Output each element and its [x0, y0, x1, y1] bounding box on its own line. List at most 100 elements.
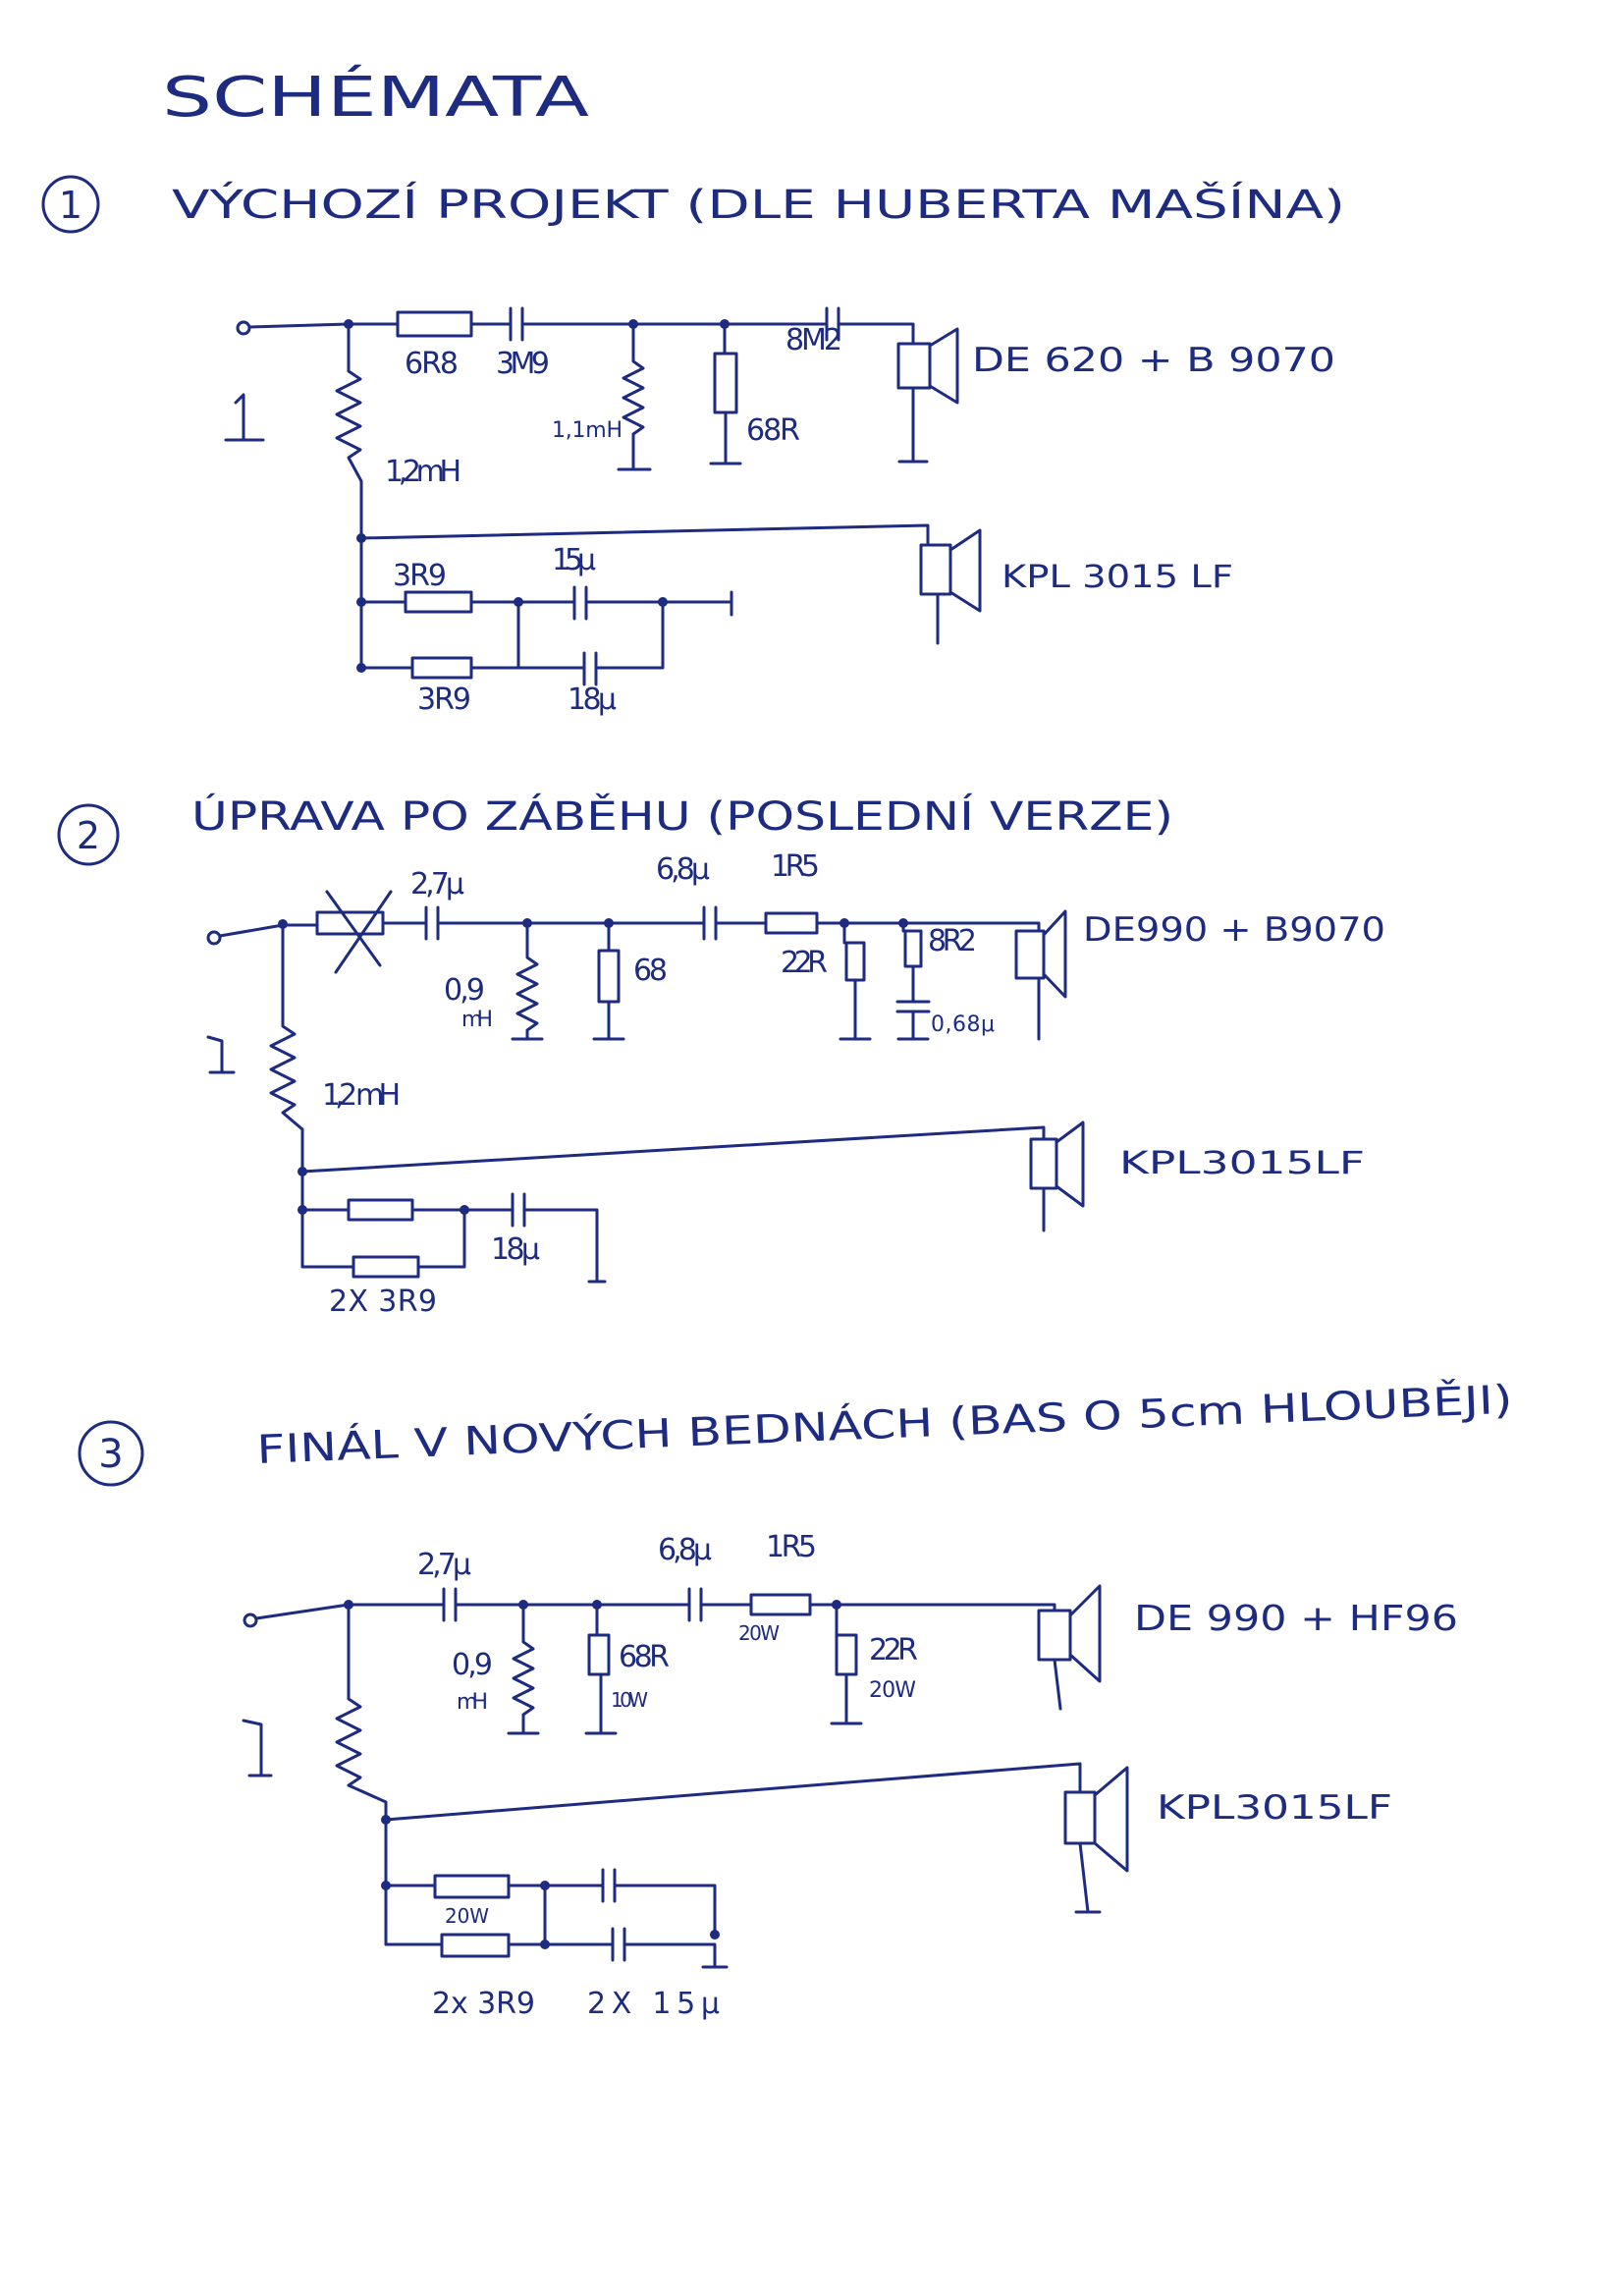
speaker-icon [1029, 1121, 1085, 1208]
input-terminal [206, 930, 222, 946]
resistor-series [396, 310, 473, 338]
capacitor-plate [509, 306, 524, 342]
inductor-shunt-unit: mH [457, 1690, 488, 1715]
input-terminal [236, 320, 251, 336]
wire [723, 322, 728, 465]
capacitor-zobel-1 [572, 585, 588, 621]
resistor-shunt-2-label: 22R [781, 946, 828, 980]
resistor-zobel-1 [347, 1198, 414, 1222]
inductor-shunt-label: 1,1mH [552, 418, 623, 443]
section-heading: FINÁL V NOVÝCH BEDNÁCH (BAS O 5cm HLOUBĚ… [255, 1376, 1513, 1473]
cross-out-mark [325, 890, 393, 974]
resistor-zobel-2 [440, 1933, 511, 1958]
resistor-series-label: 1R5 [766, 1530, 817, 1564]
capacitor-zobel-2 [582, 651, 598, 686]
section-3-header: 3 FINÁL V NOVÝCH BEDNÁCH (BAS O 5cm HLOU… [78, 1376, 1513, 1487]
speaker-icon [896, 327, 959, 405]
crossed-out-resistor [315, 890, 393, 974]
resistor-zobel-power: 20W [445, 1904, 489, 1928]
section-number: 3 [98, 1432, 123, 1477]
capacitor-series-label: 2,7μ [410, 867, 464, 902]
section-number-circle [41, 175, 100, 234]
wire [359, 600, 665, 670]
inductor-shunt [512, 1603, 535, 1735]
capacitor-series [509, 306, 524, 342]
capacitor-tweeter [702, 905, 718, 941]
resistor-series [764, 911, 819, 935]
inductor-shunt-unit: mH [461, 1008, 493, 1032]
wire [1053, 1658, 1062, 1711]
inductor-bass-label: 1,2 mH [322, 1078, 401, 1113]
wire [384, 1884, 717, 1937]
section-heading: ÚPRAVA PO ZÁBĚHU (POSLEDNÍ VERZE) [191, 793, 1173, 840]
inductor-shunt-value: 0,9 [444, 973, 485, 1008]
wire [1074, 1841, 1102, 1914]
wire [839, 921, 872, 1041]
resistor-zobel-label: 2x 3R9 [432, 1987, 535, 2021]
section-1-header: 1 VÝCHOZÍ PROJEKT (DLE HUBERTA MAŠÍNA) [41, 175, 1345, 234]
speaker-icon [919, 528, 982, 613]
wire [592, 921, 625, 1041]
woofer-label: KPL 3015 LF [1001, 558, 1233, 595]
speaker-magnet [1029, 1137, 1058, 1190]
inductor-shunt [622, 322, 645, 471]
resistor-body [315, 910, 385, 936]
resistor-zobel-1 [404, 590, 473, 614]
capacitor-tweeter [687, 1587, 703, 1622]
resistor-zobel-2-label: 3R9 [417, 683, 471, 717]
node [540, 1940, 550, 1949]
capacitor-zobel-2-label: 18μ [568, 683, 617, 717]
speaker-magnet [1037, 1609, 1072, 1662]
circuit-3: 2,7μ 0,9 mH 68R 10W 6,8μ 1R5 20W 22R 20W… [242, 1530, 1458, 2021]
tweeter-label: DE990 + B9070 [1083, 910, 1385, 950]
woofer-label: KPL3015LF [1157, 1788, 1392, 1828]
resistor-series-label: 1R5 [771, 849, 820, 884]
inductor-shunt-value: 0,9 [452, 1648, 493, 1682]
inductor-bass [335, 322, 363, 673]
capacitor-zobel-label: 18μ [491, 1232, 540, 1267]
section-number: 1 [59, 184, 82, 227]
capacitor-zobel [511, 1192, 526, 1228]
resistor-shunt-2 [844, 941, 866, 982]
capacitor-zobel-label: 2X 15μ [587, 1987, 720, 2021]
woofer-label: KPL3015LF [1119, 1144, 1365, 1181]
resistor-shunt-label: 68R [619, 1640, 670, 1674]
speaker-icon [1037, 1584, 1102, 1683]
ground-return-terminal [206, 1035, 236, 1074]
page-title: SCHÉMATA [162, 66, 589, 130]
resistor-shunt-power: 10W [611, 1688, 648, 1712]
resistor-zobel-1-label: 3R9 [393, 559, 447, 593]
speaker-icon [1014, 909, 1067, 999]
wire [359, 523, 930, 547]
resistor-notch-label: 8R2 [928, 924, 977, 958]
tweeter-label: DE 990 + HF96 [1134, 1599, 1458, 1639]
inductor-bass [269, 921, 304, 1269]
resistor-shunt-2 [835, 1633, 858, 1676]
wire [254, 1603, 1056, 1620]
ground-return-terminal [224, 393, 265, 442]
resistor-shunt [713, 352, 738, 414]
wire [247, 322, 400, 329]
speaker-cone [928, 327, 959, 405]
resistor-zobel-2 [410, 656, 473, 680]
wire [384, 1884, 729, 1969]
speaker-cone [1055, 1121, 1085, 1208]
capacitor-zobel-2 [611, 1927, 626, 1962]
resistor-shunt-2-power: 20W [869, 1678, 916, 1703]
wire [897, 386, 929, 464]
wire [300, 1208, 466, 1269]
capacitor-notch [895, 1000, 931, 1013]
section-number: 2 [77, 814, 100, 857]
wire [584, 1603, 618, 1735]
input-terminal [243, 1613, 258, 1628]
capacitor-zobel-1-label: 15μ [552, 543, 596, 577]
speaker-icon [1063, 1766, 1129, 1873]
wire [896, 921, 930, 1041]
resistor-zobel-1 [433, 1874, 511, 1899]
node [710, 1930, 720, 1940]
speaker-magnet [919, 543, 952, 596]
speaker-magnet [896, 342, 932, 390]
resistor-zobel-2 [352, 1255, 420, 1279]
resistor-series-label: 6R8 [405, 347, 459, 381]
